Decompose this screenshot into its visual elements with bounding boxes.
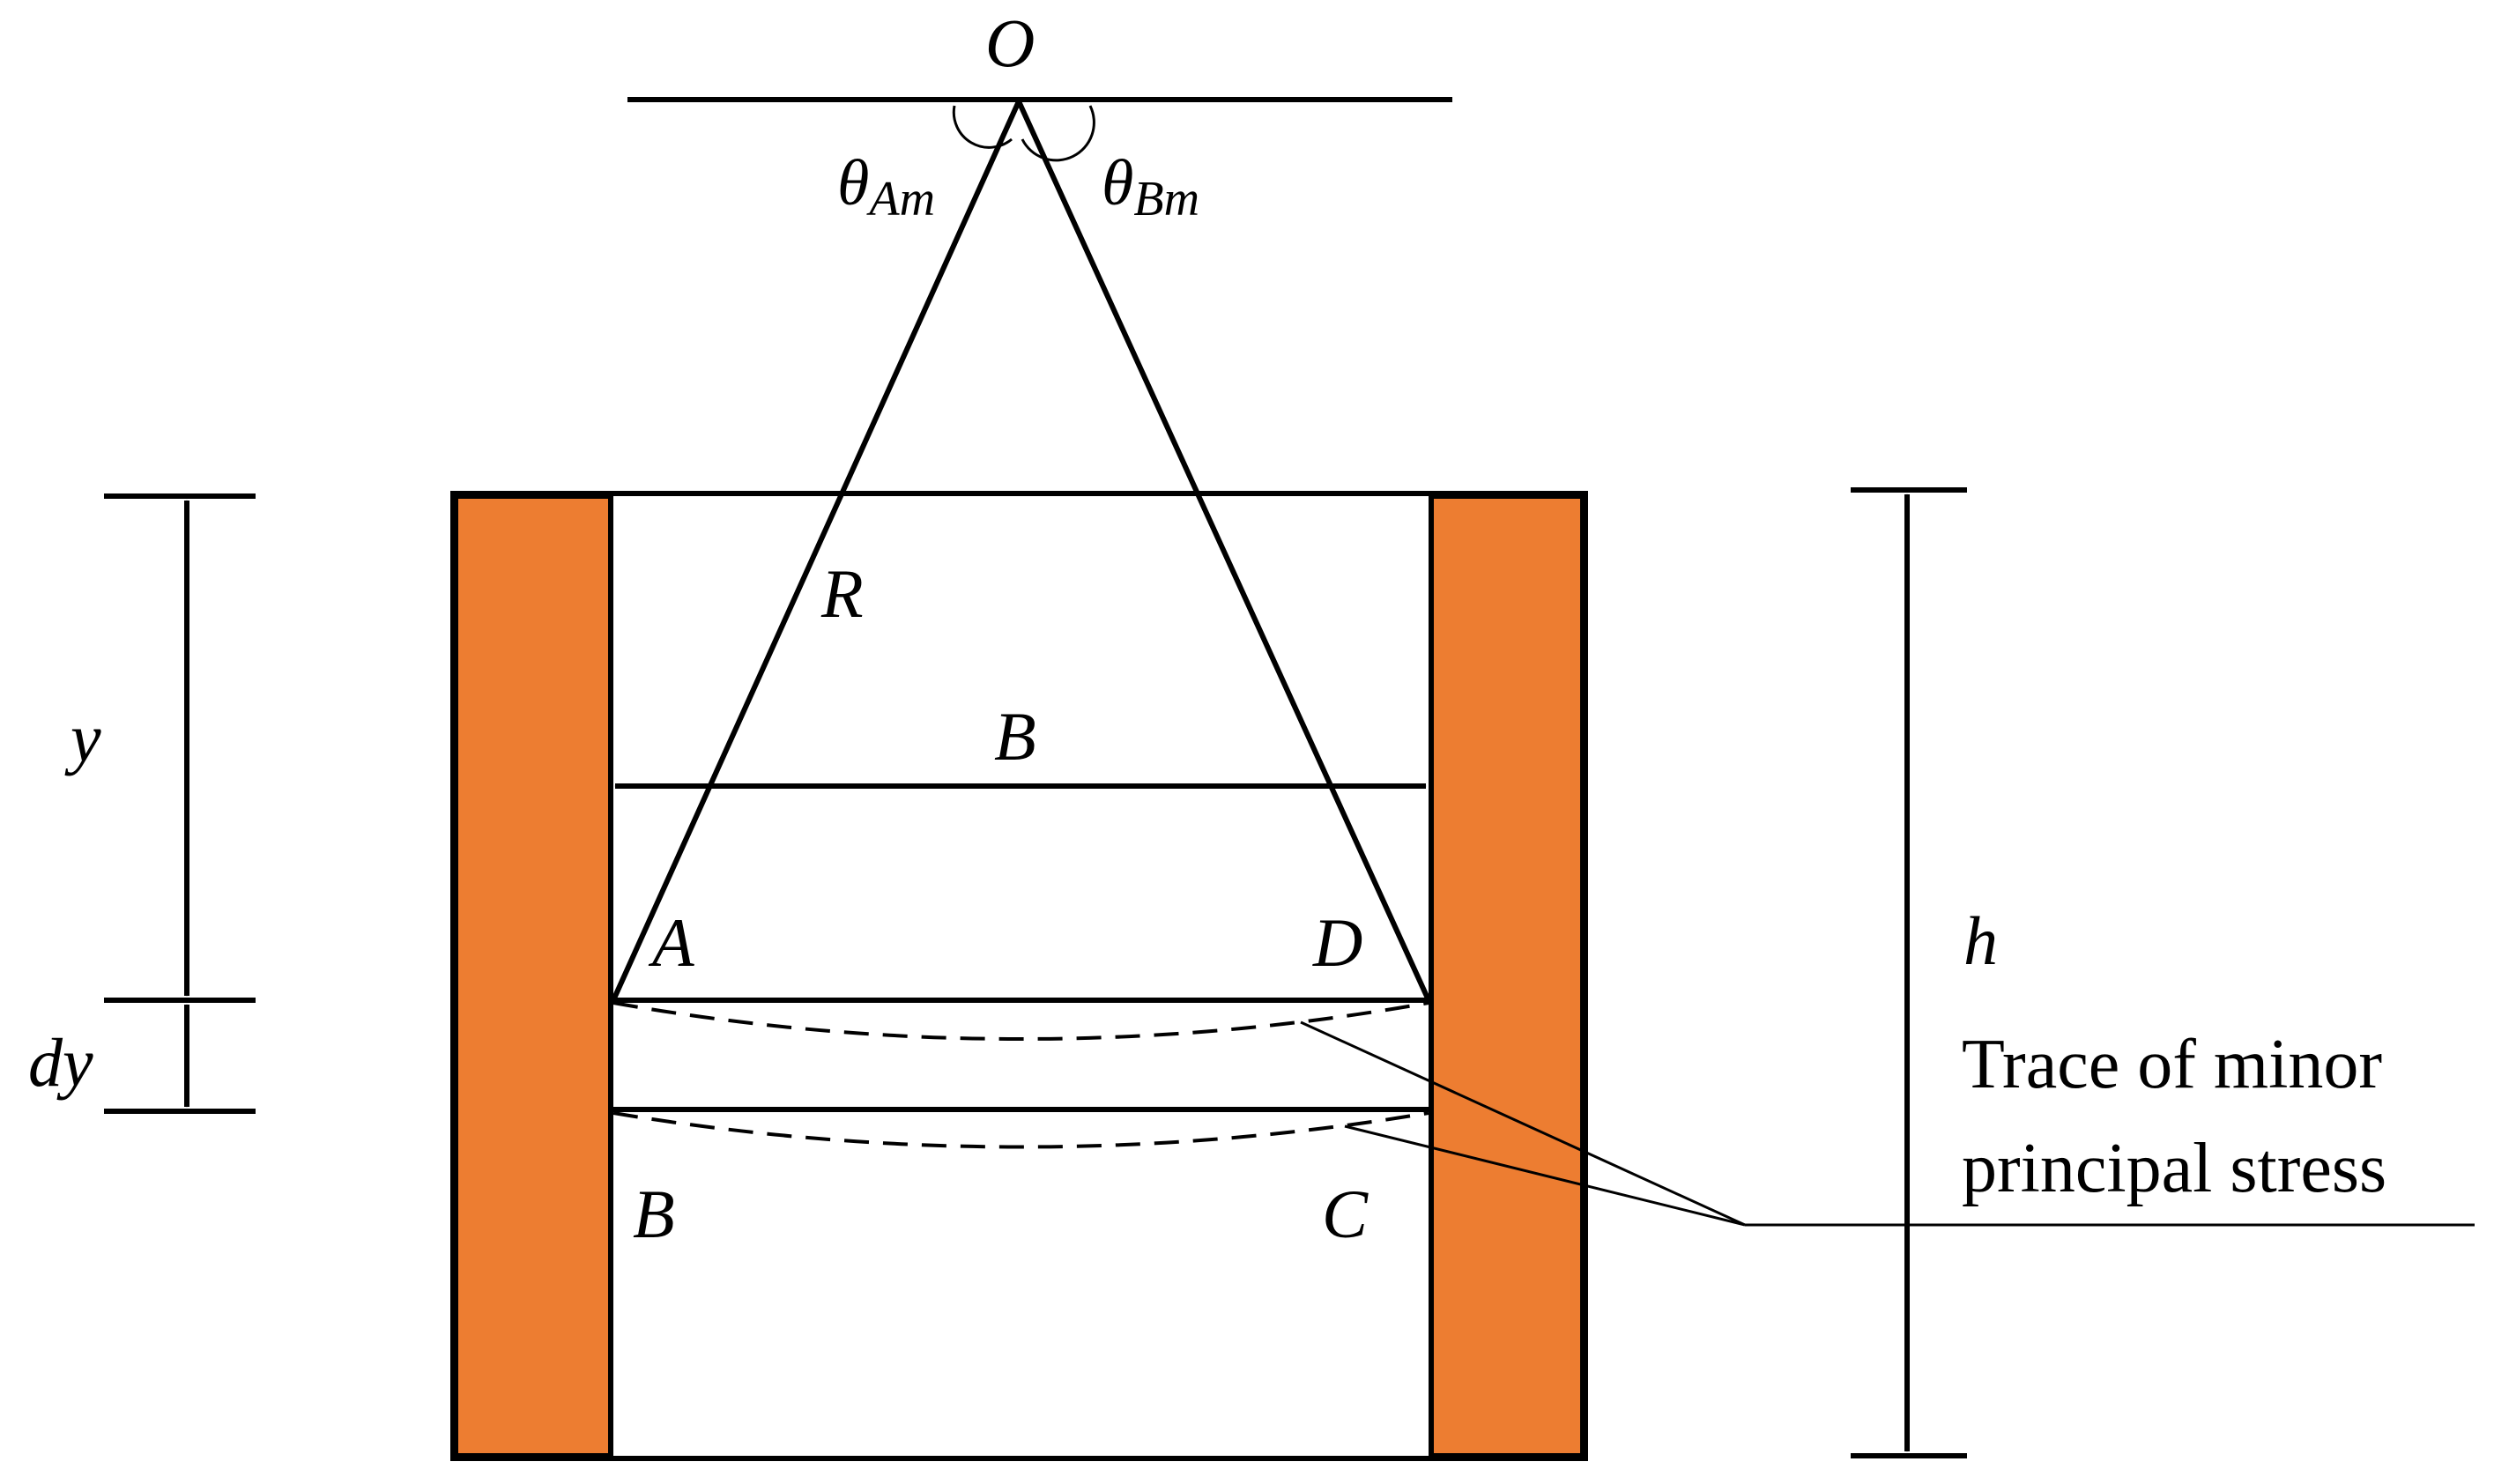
leader-line-top [1300,1020,1746,1227]
ray-O-to-A [611,100,1021,1002]
label-theta-am: θAm [837,147,935,226]
ray-O-to-D [1016,100,1431,1002]
label-C: C [1322,1176,1369,1252]
label-O: O [985,4,1035,81]
minor-stress-trace-bottom [612,1111,1429,1149]
label-A: A [648,904,694,981]
label-B-width: B [994,698,1036,775]
annotation-line-1: Trace of minor [1962,1026,2382,1103]
label-B-corner: B [633,1176,675,1252]
label-y: y [64,700,101,776]
leader-line-bottom [1344,1124,1746,1227]
label-dy: dy [28,1024,93,1101]
label-theta-bm: θBm [1102,147,1199,226]
right-wall [1429,493,1585,1458]
annotation-line-2: principal stress [1962,1130,2386,1207]
minor-stress-trace-top [612,1001,1429,1041]
theta-bm-arc [1021,105,1095,162]
left-wall [453,493,613,1458]
label-R: R [820,555,864,632]
label-h: h [1963,902,1998,979]
label-D: D [1312,904,1362,981]
